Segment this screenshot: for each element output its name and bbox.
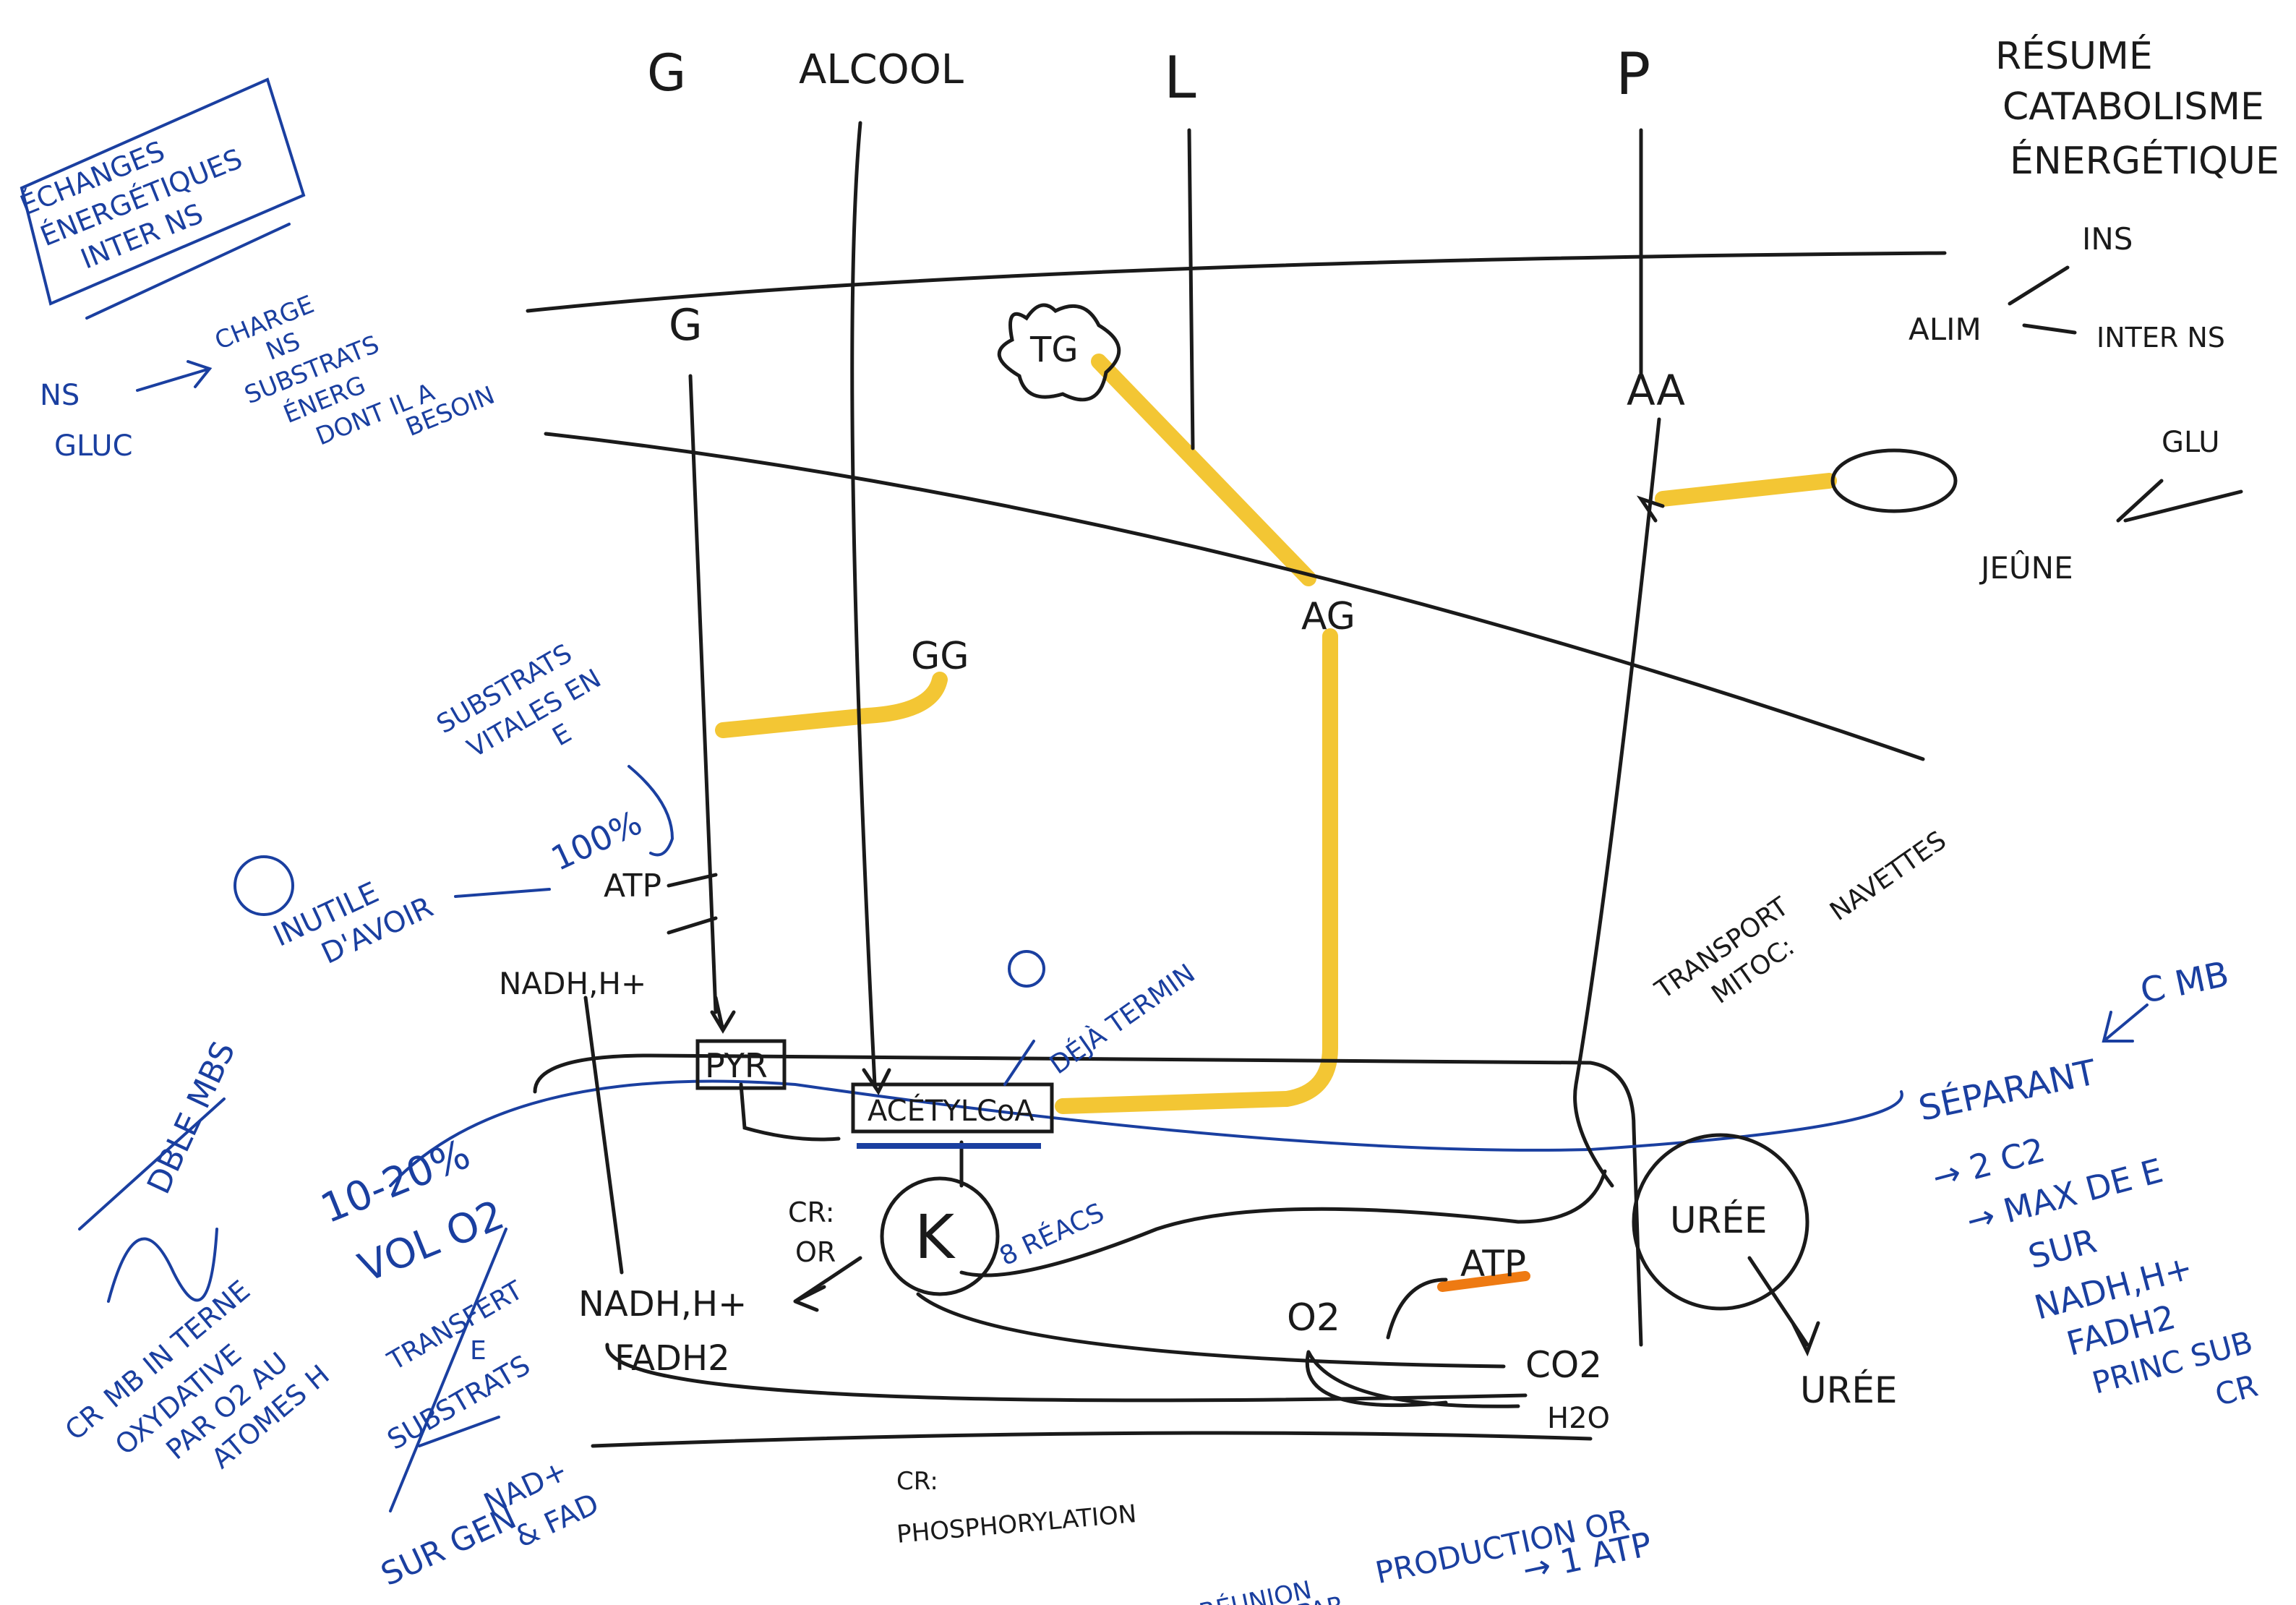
note-crmb-1: CR [59, 1398, 109, 1447]
note-transport-3: NAVETTES [1825, 826, 1952, 927]
glycogen-to-aa-highlight [1655, 473, 1837, 507]
tg-to-ag-highlight [1091, 354, 1316, 586]
atp-arrows [667, 873, 718, 935]
note-reacs: 8 RÉACS [995, 1197, 1108, 1272]
note-crphos-2: PHOSPHORYLATION [896, 1499, 1138, 1549]
source-protein: P [1616, 40, 1650, 108]
cmb-arrow [2102, 1003, 2149, 1043]
nadh-down [583, 996, 624, 1275]
node-uree-cycle: URÉE [1670, 1199, 1768, 1241]
node-aa: AA [1627, 366, 1685, 415]
aa-arrow [1636, 495, 1665, 523]
source-lipid: L [1164, 44, 1196, 111]
note-ins: INS [2082, 221, 2133, 257]
note-inter-ns: INTER NS [2096, 322, 2225, 354]
smiley-icon [234, 855, 294, 916]
source-g: G [647, 43, 686, 103]
atp-underline [1437, 1271, 1530, 1292]
note-subst-3: E [547, 719, 576, 753]
note-separant: SÉPARANT [1915, 1051, 2100, 1129]
substrats-strokes [389, 1228, 507, 1512]
node-h2o: H2O [1547, 1402, 1610, 1435]
title-line-2: CATABOLISME [2002, 85, 2264, 129]
alcool-arrow [862, 1068, 891, 1095]
top-membrane [526, 251, 1947, 313]
node-gg: GG [911, 635, 969, 678]
pyr-to-acetyl [739, 1082, 841, 1142]
note-gluc: GLUC [54, 429, 133, 463]
echanges-box [20, 77, 306, 306]
g-line [688, 374, 718, 1014]
note-glu: GLU [2162, 426, 2220, 459]
krebs-cycle-loop [959, 1169, 1607, 1277]
krebs-to-nadh [793, 1256, 862, 1312]
electron-chain [605, 1343, 1528, 1403]
node-nadh2: NADH,H+ [578, 1284, 747, 1324]
tg-cloud [997, 303, 1121, 402]
alcool-line [850, 121, 877, 1087]
node-atp: ATP [604, 868, 661, 904]
krebs-to-co2 [916, 1292, 1506, 1369]
title-line-1: RÉSUMÉ [1995, 34, 2153, 78]
note-dble-mbs: DBLE MBS [140, 1036, 243, 1199]
dejan-pointer [1003, 1040, 1035, 1086]
mito-bottom-membrane [591, 1431, 1593, 1448]
dejan-circle [1008, 950, 1045, 988]
ns-arrow [136, 360, 213, 392]
source-alcool: ALCOOL [799, 46, 964, 93]
mito-inner-membrane [389, 1079, 1903, 1187]
node-atp2: ATP [1460, 1243, 1526, 1285]
aa-line [1573, 417, 1661, 1188]
mito-outer-membrane [533, 1053, 1643, 1347]
note-right-7: CR [2211, 1368, 2261, 1413]
note-cmb: C MB [2137, 954, 2232, 1011]
right-branch-lines [2008, 265, 2243, 523]
note-transf-2: E [470, 1336, 487, 1366]
note-dejan: DÉJÀ TERMIN [1044, 958, 1201, 1080]
node-pyr: PYR [705, 1046, 768, 1085]
subst-bracket [627, 765, 674, 857]
node-o2: O2 [1287, 1296, 1340, 1340]
note-or: OR [795, 1236, 836, 1268]
note-crphos-1: CR: [896, 1467, 938, 1496]
middle-membrane [544, 432, 1925, 761]
o2-lines [1305, 1277, 1520, 1408]
node-tg: TG [1029, 330, 1079, 370]
storage-oval [1830, 448, 1958, 513]
echanges-underline [85, 223, 291, 320]
title-line-3: ÉNERGÉTIQUE [2010, 139, 2279, 183]
uree-arrow [1747, 1256, 1820, 1357]
inutile-pointer [454, 888, 551, 898]
pyr-box [695, 1039, 787, 1090]
node-acetylcoa: ACÉTYLCoA [868, 1093, 1035, 1128]
lipid-line [1187, 128, 1195, 450]
node-uree: URÉE [1800, 1369, 1898, 1411]
note-jeune: JEÛNE [1979, 549, 2073, 586]
note-right-3: SUR [2024, 1221, 2101, 1277]
node-krebs: K [914, 1202, 956, 1272]
note-cr: CR: [788, 1197, 835, 1228]
dble-mbs-strokes [78, 1097, 226, 1303]
node-g: G [669, 300, 703, 351]
note-ns: NS [40, 379, 80, 412]
node-ag: AG [1301, 595, 1355, 638]
gg-to-g-highlight [715, 672, 948, 738]
g-to-pyr-arrow [710, 996, 736, 1034]
krebs-circle [880, 1176, 1000, 1296]
uree-circle [1632, 1133, 1809, 1311]
node-nadh: NADH,H+ [499, 966, 646, 1001]
node-co2: CO2 [1525, 1344, 1602, 1386]
acetylcoa-box [851, 1082, 1054, 1134]
node-fadh2: FADH2 [614, 1338, 730, 1379]
ag-to-acetylcoa-highlight [1055, 628, 1338, 1114]
note-alim: ALIM [1909, 312, 1982, 347]
